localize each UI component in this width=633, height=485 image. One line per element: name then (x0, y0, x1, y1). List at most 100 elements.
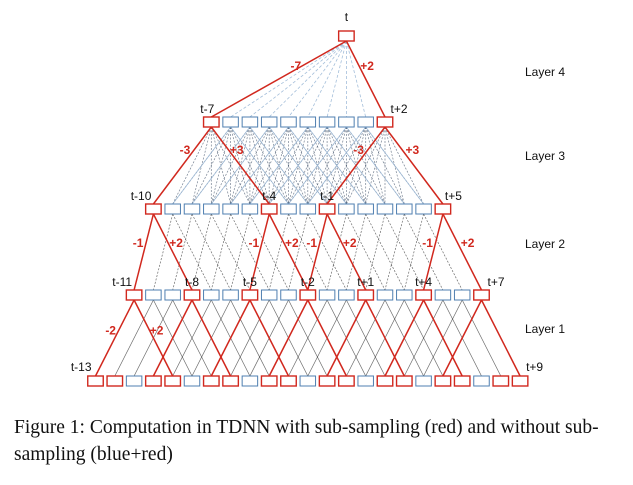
connection-line (172, 213, 212, 291)
connection-line (346, 213, 386, 291)
subsampled-connection-line (480, 299, 521, 377)
subsampled-node (376, 116, 394, 128)
connection-line (268, 126, 328, 205)
connection-line (326, 40, 347, 118)
offset-label: +2 (343, 236, 357, 250)
offset-label: +2 (285, 236, 299, 250)
connection-line (230, 40, 347, 118)
connection-line (307, 40, 347, 118)
connection-line (346, 40, 367, 118)
node (357, 203, 374, 215)
connection-line (210, 213, 231, 291)
subsampled-node (202, 375, 220, 387)
node (299, 116, 317, 128)
subsampled-connection-line (152, 299, 193, 377)
offset-label: -1 (249, 236, 260, 250)
node (376, 203, 394, 215)
subsampled-node (260, 375, 278, 387)
node (396, 289, 413, 301)
offset-label: -3 (353, 143, 364, 157)
connection-line (153, 213, 174, 291)
connection-line (288, 299, 328, 377)
subsampled-connection-line (307, 213, 328, 291)
subsampled-node (318, 375, 336, 387)
subsampled-connection-line (210, 299, 251, 377)
node (280, 289, 297, 301)
node (183, 203, 201, 215)
connection-line (365, 213, 386, 291)
subsampled-connection-line (268, 299, 309, 377)
node-label: t-10 (131, 189, 152, 203)
connection-line (114, 299, 154, 377)
connection-line (249, 213, 289, 291)
node-label: t (345, 10, 349, 24)
connection-line (191, 126, 231, 205)
node (473, 375, 490, 387)
offset-label: +2 (150, 323, 164, 337)
node (376, 289, 394, 301)
node (338, 116, 355, 128)
connection-line (172, 126, 231, 205)
subsampled-connection-line (384, 126, 444, 205)
connection-line (384, 213, 424, 291)
connection-line (307, 126, 347, 205)
connection-line (346, 299, 386, 377)
node (318, 116, 336, 128)
connection-line (326, 126, 367, 205)
offset-labels: -2+2-1+2-1+2-1+2-1+2-3+3-3+3-7+2 (105, 59, 474, 337)
node (415, 375, 432, 387)
connection-line (288, 126, 347, 205)
node (125, 375, 143, 387)
node-label: t+7 (488, 275, 505, 289)
node (203, 203, 220, 215)
subsampled-connection-line (326, 126, 386, 205)
subsampled-connection-line (365, 299, 405, 377)
node (241, 116, 259, 128)
connection-line (403, 213, 424, 291)
subsampled-node (415, 289, 433, 301)
subsampled-connection-line (94, 299, 135, 377)
connection-line (288, 126, 328, 205)
node-grid (87, 30, 529, 387)
connection-line (461, 299, 502, 377)
connection-line (423, 213, 463, 291)
connection-line (326, 213, 347, 291)
connection-line (268, 126, 309, 205)
subsampled-node (434, 375, 452, 387)
connection-line (307, 213, 347, 291)
connection-line (230, 213, 251, 291)
node (222, 116, 239, 128)
connection-line (249, 126, 289, 205)
offset-label: +2 (461, 236, 475, 250)
node-label: t+5 (445, 189, 462, 203)
node-label: t-5 (243, 275, 257, 289)
node (357, 375, 374, 387)
node (396, 203, 413, 215)
subsampled-node (202, 116, 220, 128)
connection-line (230, 299, 270, 377)
subsampled-node (144, 375, 162, 387)
connection-line (191, 213, 212, 291)
subsampled-connection-line (191, 299, 232, 377)
layer-label: Layer 2 (525, 237, 565, 251)
node (280, 116, 297, 128)
node (415, 203, 432, 215)
subsampled-node (87, 375, 104, 387)
offset-label: +2 (169, 236, 183, 250)
layer-label: Layer 3 (525, 149, 565, 163)
node (338, 203, 355, 215)
node (260, 116, 278, 128)
offset-label: -1 (306, 236, 317, 250)
subsampled-node (492, 375, 510, 387)
node (357, 116, 374, 128)
subsampled-node (280, 375, 297, 387)
node (453, 289, 471, 301)
subsampled-node (299, 289, 317, 301)
connection-line (172, 213, 193, 291)
node-label: t+2 (390, 102, 407, 116)
figure-caption: Figure 1: Computation in TDNN with sub-s… (14, 417, 599, 465)
subsampled-connection-line (152, 213, 193, 291)
connection-line (403, 299, 444, 377)
node (222, 203, 239, 215)
